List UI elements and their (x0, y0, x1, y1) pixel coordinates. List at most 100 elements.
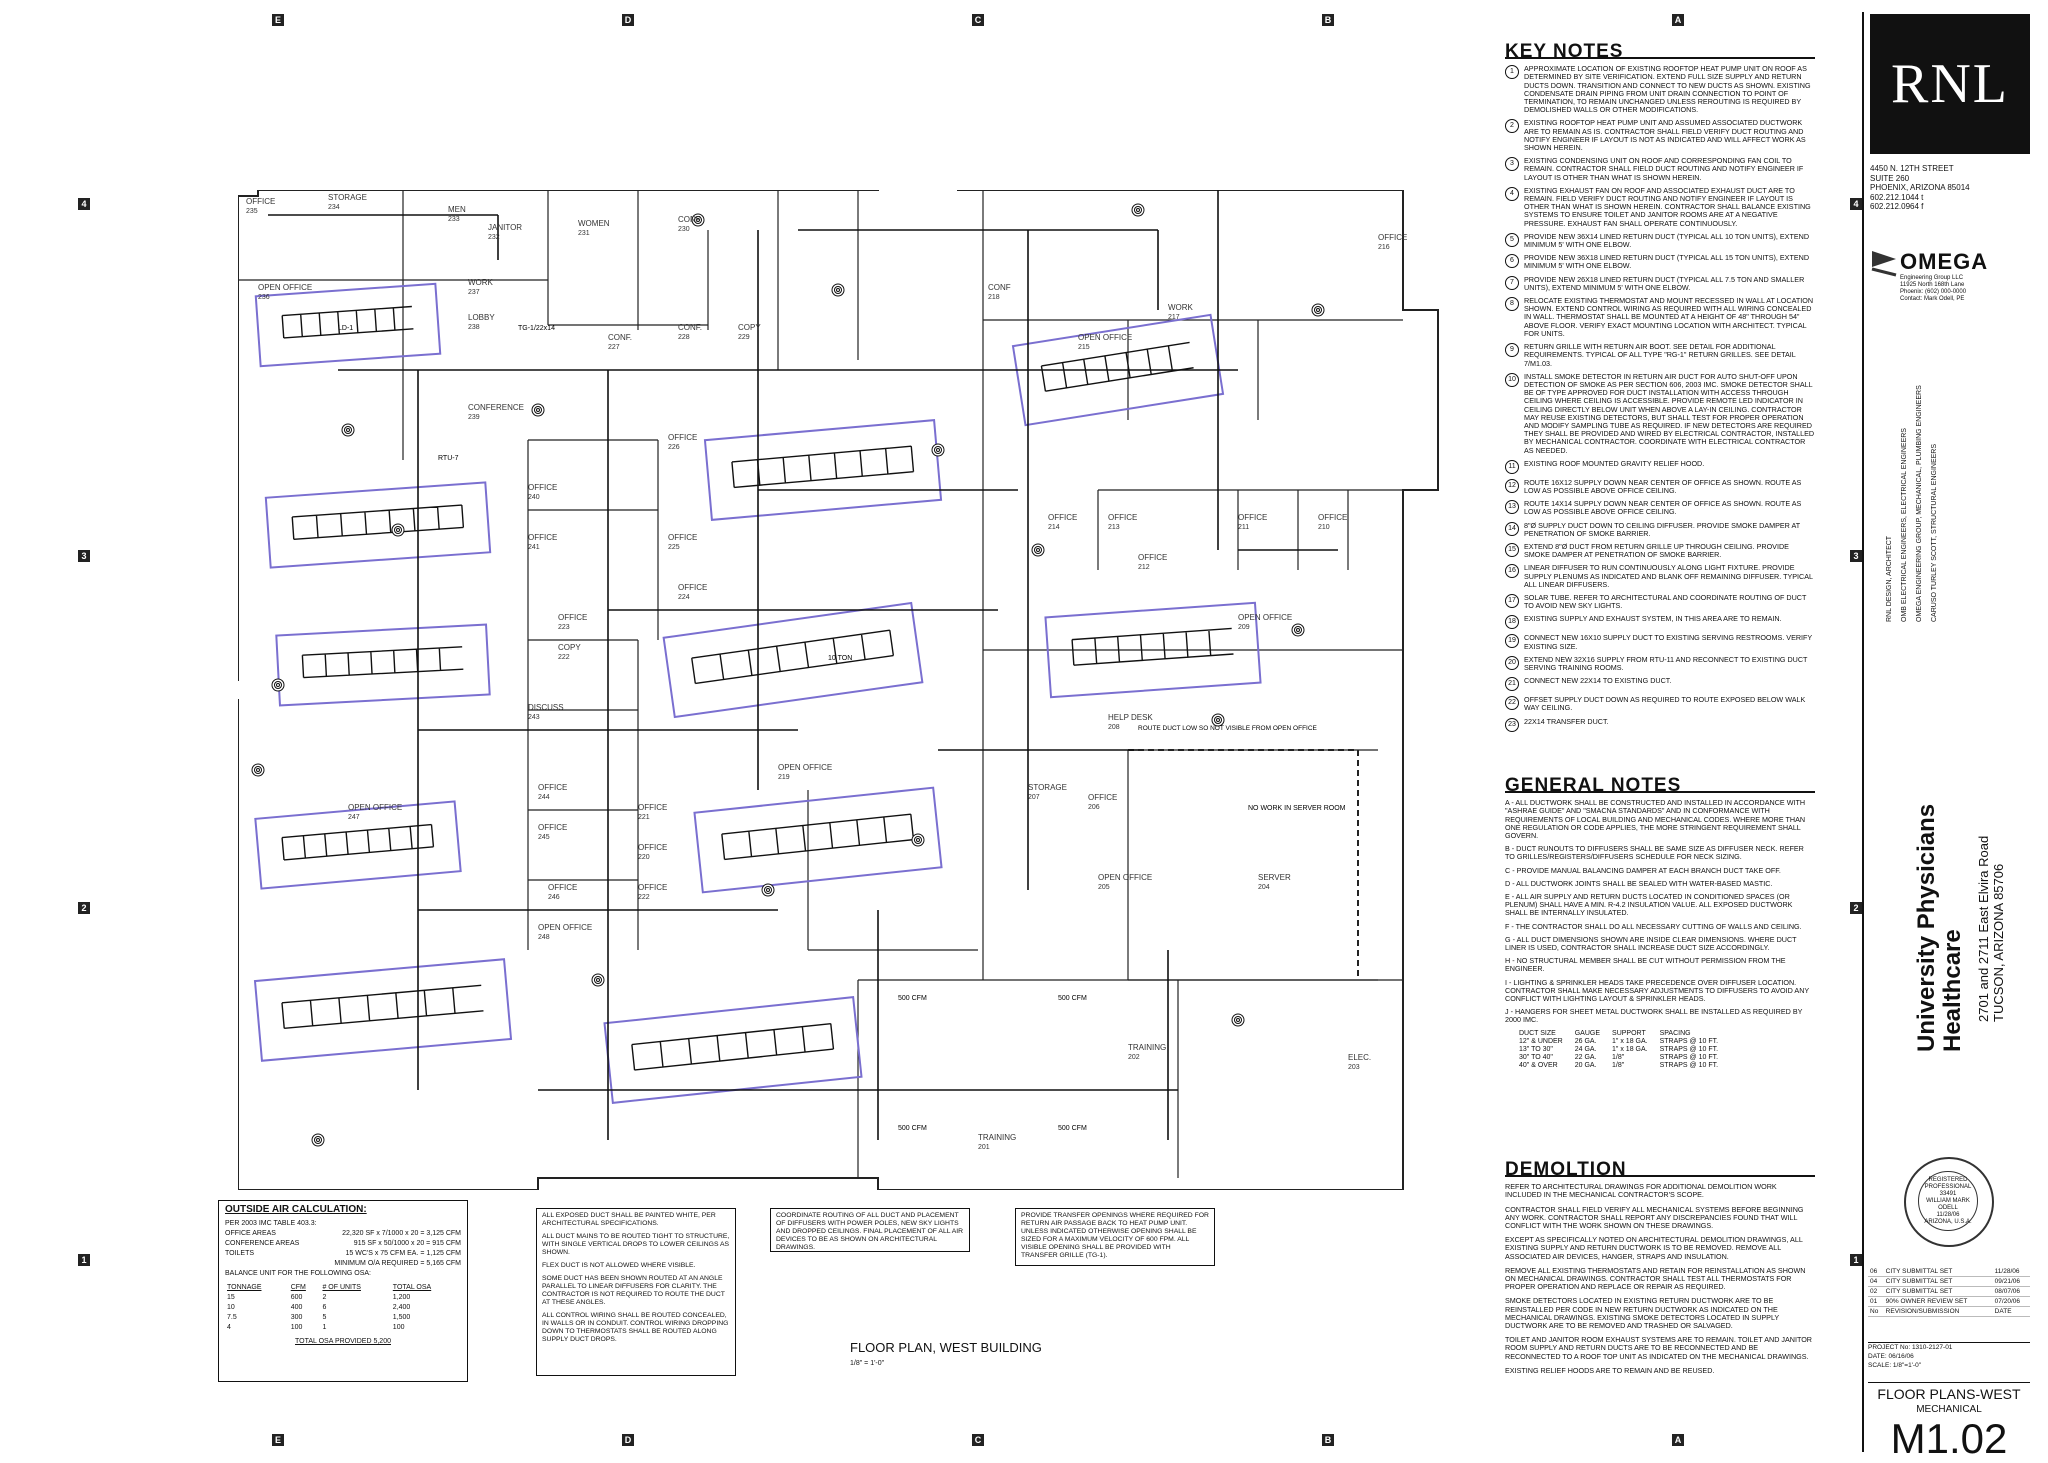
oa-row-label: OFFICE AREAS (225, 1230, 276, 1237)
room-number: 245 (538, 834, 550, 841)
linear-diffuser (281, 305, 414, 339)
key-note-item: 18Existing supply and exhaust system, in… (1505, 615, 1815, 630)
seal-line: ODELL (1938, 1204, 1958, 1211)
diffuser-symbol (1031, 543, 1045, 557)
diffuser-symbol (911, 833, 925, 847)
key-note-number: 1 (1505, 65, 1519, 80)
consultant-line: OMEGA ENGINEERING GROUP, MECHANICAL, PLU… (1916, 385, 1923, 622)
seal-line: WILLIAM MARK (1926, 1197, 1970, 1204)
hanger-table-cell: STRAPS @ 10 FT. (1659, 1046, 1719, 1054)
grid-mark-right: 2 (1850, 902, 1862, 914)
note-box-paragraph: COORDINATE ROUTING OF ALL DUCT AND PLACE… (776, 1212, 964, 1251)
key-note-text: Provide new 26x18 lined return duct (typ… (1524, 274, 1805, 292)
key-note-number: 16 (1505, 564, 1519, 579)
demolition-notes: DEMOLTION Refer to architectural drawing… (1505, 1160, 1815, 1381)
grid-mark-top: D (622, 14, 634, 26)
room-label: OFFICE (1318, 513, 1347, 522)
room-number: 226 (668, 444, 680, 451)
route-duct-label: ROUTE DUCT LOW SO NOT VISIBLE FROM OPEN … (1138, 725, 1318, 732)
key-note-item: 148"ø supply duct down to ceiling diffus… (1505, 521, 1815, 538)
general-note-item: H - No structural member shall be cut wi… (1505, 956, 1786, 974)
key-note-text: Linear diffuser to run continuously alon… (1524, 563, 1813, 589)
linear-diffuser-zone (662, 601, 924, 719)
osa-table-cell: 4 (227, 1324, 231, 1331)
room-number: 211 (1238, 524, 1249, 531)
room-number: 204 (1258, 884, 1270, 891)
diffuser-symbol (251, 763, 265, 777)
room-number: 228 (678, 334, 690, 341)
general-note-item: J - Hangers for sheet metal ductwork sha… (1505, 1007, 1803, 1025)
diffuser-symbol (761, 883, 775, 897)
room-label: CONF (988, 283, 1011, 292)
project-number: PROJECT No: 1310-2127-01 (1868, 1344, 1953, 1351)
room-number: 248 (538, 934, 550, 941)
key-note-text: Return grille with return air boot. See … (1524, 342, 1796, 368)
general-notes-title: GENERAL NOTES (1505, 776, 1815, 795)
key-note-number: 12 (1505, 478, 1519, 493)
room-label: WORK (1168, 303, 1194, 312)
plan-title: FLOOR PLAN, WEST BUILDING (850, 1340, 1042, 1355)
diffuser-symbol (271, 678, 285, 692)
room-label: OFFICE (1088, 793, 1117, 802)
osa-table-cell: 600 (290, 1294, 303, 1301)
room-number: 244 (538, 794, 550, 801)
key-note-item: 17Solar tube. Refer to architectural and… (1505, 593, 1815, 610)
note-box-paragraph: ALL DUCT MAINS TO BE ROUTED TIGHT TO STR… (542, 1233, 730, 1256)
key-note-number: 22 (1505, 696, 1519, 711)
linear-diffuser-zone (703, 419, 943, 521)
key-note-item: 8Relocate existing thermostat and mount … (1505, 296, 1815, 338)
rtu-label: RTU-7 (438, 455, 459, 462)
general-notes: GENERAL NOTES A - All ductwork shall be … (1505, 776, 1815, 1071)
revision-cell: 06 (1868, 1267, 1884, 1277)
key-note-text: Connect new 16x10 supply duct to existin… (1524, 633, 1813, 651)
diffuser-symbol (1231, 1013, 1245, 1027)
oa-per: PER 2003 IMC TABLE 403.3: (225, 1220, 317, 1227)
room-number: 202 (1128, 1054, 1140, 1061)
room-number: 206 (1088, 804, 1100, 811)
room-label: WORK (468, 278, 494, 287)
demolition-item: Contractor shall field verify all mechan… (1505, 1204, 1804, 1231)
room-label: OFFICE (528, 483, 557, 492)
diffuser-symbol (311, 1133, 325, 1147)
room-number: 233 (448, 216, 460, 223)
firm-address-line: 4450 N. 12TH STREET (1870, 164, 1954, 173)
hanger-table-header: DUCT SIZE (1519, 1029, 1556, 1037)
hanger-table-cell: STRAPS @ 10 FT. (1659, 1054, 1719, 1062)
linear-diffuser-zone (254, 800, 462, 890)
key-note-item: 1Approximate location of existing roofto… (1505, 65, 1815, 114)
osa-table-cell: 1,200 (392, 1294, 411, 1301)
linear-diffuser (1040, 341, 1194, 392)
tg-label: TG-1/22x14 (518, 325, 555, 332)
grid-mark-bottom: A (1672, 1434, 1684, 1446)
hanger-table-cell: 30" TO 40" (1519, 1054, 1553, 1062)
demolition-item: Remove all existing thermostats and reta… (1505, 1265, 1806, 1292)
seal-line: REGISTERED (1928, 1176, 1968, 1183)
room-label: TRAINING (978, 1133, 1016, 1142)
firm-address-line: PHOENIX, ARIZONA 85014 (1870, 183, 1970, 192)
key-note-text: Extend new 32x16 supply from RTU-11 and … (1524, 654, 1808, 672)
key-note-item: 2Existing rooftop heat pump unit and ass… (1505, 119, 1815, 152)
linear-diffuser-zone (254, 282, 442, 368)
key-note-number: 13 (1505, 500, 1519, 515)
room-number: 221 (638, 814, 650, 821)
revision-cell: DATE (1992, 1306, 2030, 1317)
linear-diffuser (691, 629, 895, 685)
osa-table-header: CFM (290, 1284, 306, 1291)
consultant-line: RNL DESIGN, ARCHITECT (1886, 535, 1893, 622)
hanger-table-cell: 1" x 18 GA. (1612, 1046, 1648, 1054)
room-label: OFFICE (1138, 553, 1167, 562)
key-note-text: Extend 8"ø duct from return grille up th… (1524, 541, 1789, 560)
room-number: 234 (328, 204, 340, 211)
room-label: OFFICE (668, 533, 697, 542)
sheet-title: FLOOR PLANS-WEST MECHANICAL (1868, 1382, 2030, 1417)
diffuser-symbol (1291, 623, 1305, 637)
key-note-number: 11 (1505, 459, 1519, 474)
key-note-text: Existing roof mounted gravity relief hoo… (1524, 458, 1705, 468)
key-note-number: 5 (1505, 232, 1519, 247)
demolition-item: Refer to architectural drawings for addi… (1505, 1182, 1777, 1200)
room-number: 217 (1168, 314, 1180, 321)
room-number: 241 (528, 544, 540, 551)
